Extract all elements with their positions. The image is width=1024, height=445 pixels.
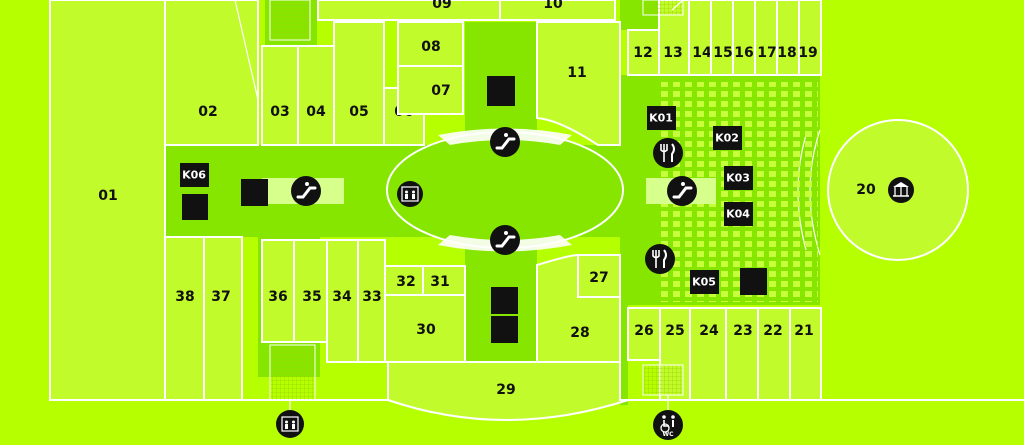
kiosk-k02[interactable]: K02 xyxy=(713,126,742,150)
unit-30[interactable]: 30 xyxy=(384,294,466,363)
svg-text:14: 14 xyxy=(692,45,712,61)
svg-text:K01: K01 xyxy=(649,112,673,125)
unit-01[interactable]: 01 xyxy=(49,0,166,401)
svg-text:02: 02 xyxy=(198,104,217,120)
svg-text:28: 28 xyxy=(570,325,589,341)
unit-31[interactable]: 31 xyxy=(422,265,466,296)
svg-text:01: 01 xyxy=(98,188,117,204)
svg-text:33: 33 xyxy=(362,289,381,305)
escalator-icon[interactable] xyxy=(490,127,520,157)
svg-text:K03: K03 xyxy=(726,172,750,185)
svg-text:21: 21 xyxy=(794,323,813,339)
fork-knife-icon[interactable] xyxy=(645,244,675,274)
svg-text:13: 13 xyxy=(663,45,682,61)
unit-28[interactable]: 28 xyxy=(536,253,621,363)
kiosk-k03[interactable]: K03 xyxy=(724,166,753,190)
unit-14[interactable]: 14 xyxy=(688,0,712,76)
escalator-icon[interactable] xyxy=(667,176,697,206)
unit-18[interactable]: 18 xyxy=(776,0,800,76)
unit-16[interactable]: 16 xyxy=(732,0,756,76)
svg-text:32: 32 xyxy=(396,274,415,290)
svg-text:11: 11 xyxy=(567,65,586,81)
svg-text:29: 29 xyxy=(496,382,515,398)
unit-36[interactable]: 36 xyxy=(261,239,295,343)
svg-text:34: 34 xyxy=(332,289,352,305)
svg-text:10: 10 xyxy=(543,0,563,12)
svg-text:03: 03 xyxy=(270,104,289,120)
unit-37[interactable]: 37 xyxy=(203,236,243,401)
svg-text:23: 23 xyxy=(733,323,752,339)
unit-03[interactable]: 03 xyxy=(261,45,299,146)
svg-text:12: 12 xyxy=(633,45,652,61)
svg-text:17: 17 xyxy=(757,45,776,61)
elevator-icon[interactable] xyxy=(276,410,304,438)
unit-12[interactable]: 12 xyxy=(627,29,660,76)
svg-text:04: 04 xyxy=(306,104,326,120)
unit-21[interactable]: 21 xyxy=(789,307,822,401)
unit-07[interactable]: 07 xyxy=(397,65,464,115)
unit-24[interactable]: 24 xyxy=(689,307,727,401)
svg-text:24: 24 xyxy=(699,323,719,339)
unit-09[interactable]: 09 xyxy=(317,0,501,21)
svg-text:38: 38 xyxy=(175,289,194,305)
svg-text:35: 35 xyxy=(302,289,321,305)
escalator-icon[interactable] xyxy=(291,176,321,206)
elevator-icon[interactable] xyxy=(397,181,423,207)
svg-text:08: 08 xyxy=(421,39,440,55)
svg-text:K05: K05 xyxy=(692,276,716,289)
svg-text:30: 30 xyxy=(416,322,436,338)
svg-text:K02: K02 xyxy=(715,132,739,145)
unit-29[interactable]: 29 xyxy=(387,361,629,421)
svg-text:22: 22 xyxy=(763,323,782,339)
svg-text:15: 15 xyxy=(713,45,732,61)
unit-04[interactable]: 04 xyxy=(297,45,335,146)
svg-text:37: 37 xyxy=(211,289,230,305)
unit-23[interactable]: 23 xyxy=(725,307,759,401)
unit-33[interactable]: 33 xyxy=(357,239,386,363)
unit-26[interactable]: 26 xyxy=(627,307,661,361)
unit-35[interactable]: 35 xyxy=(293,239,328,343)
unit-15[interactable]: 15 xyxy=(710,0,734,76)
kiosk-k05[interactable]: K05 xyxy=(690,270,719,294)
unit-38[interactable]: 38 xyxy=(164,236,205,401)
wc-accessible-icon[interactable]: WC xyxy=(653,410,683,440)
unit-34[interactable]: 34 xyxy=(326,239,359,363)
svg-text:18: 18 xyxy=(777,45,796,61)
unit-08[interactable]: 08 xyxy=(397,21,464,67)
svg-text:31: 31 xyxy=(430,274,449,290)
unit-19[interactable]: 19 xyxy=(798,0,822,76)
unit-10[interactable]: 10 xyxy=(499,0,616,21)
fork-knife-icon[interactable] xyxy=(653,138,683,168)
unit-02[interactable]: 02 xyxy=(164,0,259,146)
unit-11[interactable]: 11 xyxy=(536,21,621,146)
svg-text:WC: WC xyxy=(662,431,674,438)
unit-22[interactable]: 22 xyxy=(757,307,791,401)
svg-text:20: 20 xyxy=(856,182,876,198)
svg-text:K04: K04 xyxy=(726,208,750,221)
svg-text:25: 25 xyxy=(665,323,684,339)
svg-text:26: 26 xyxy=(634,323,653,339)
svg-text:16: 16 xyxy=(734,45,753,61)
kiosk-k01[interactable]: K01 xyxy=(647,106,676,130)
leader-lines xyxy=(234,0,684,410)
kiosk-k04[interactable]: K04 xyxy=(724,202,753,226)
unit-27[interactable]: 27 xyxy=(577,254,621,298)
svg-text:07: 07 xyxy=(431,83,450,99)
svg-text:05: 05 xyxy=(349,104,368,120)
svg-text:27: 27 xyxy=(589,270,608,286)
unit-05[interactable]: 05 xyxy=(333,21,385,146)
service-blocks xyxy=(182,76,767,343)
unit-17[interactable]: 17 xyxy=(754,0,778,76)
svg-text:09: 09 xyxy=(432,0,451,12)
escalator-icon[interactable] xyxy=(490,225,520,255)
kiosk-k06[interactable]: K06 xyxy=(180,163,209,187)
svg-text:36: 36 xyxy=(268,289,287,305)
carousel-icon[interactable] xyxy=(888,177,914,203)
svg-text:K06: K06 xyxy=(182,169,206,182)
unit-32[interactable]: 32 xyxy=(384,265,424,296)
svg-text:19: 19 xyxy=(798,45,817,61)
